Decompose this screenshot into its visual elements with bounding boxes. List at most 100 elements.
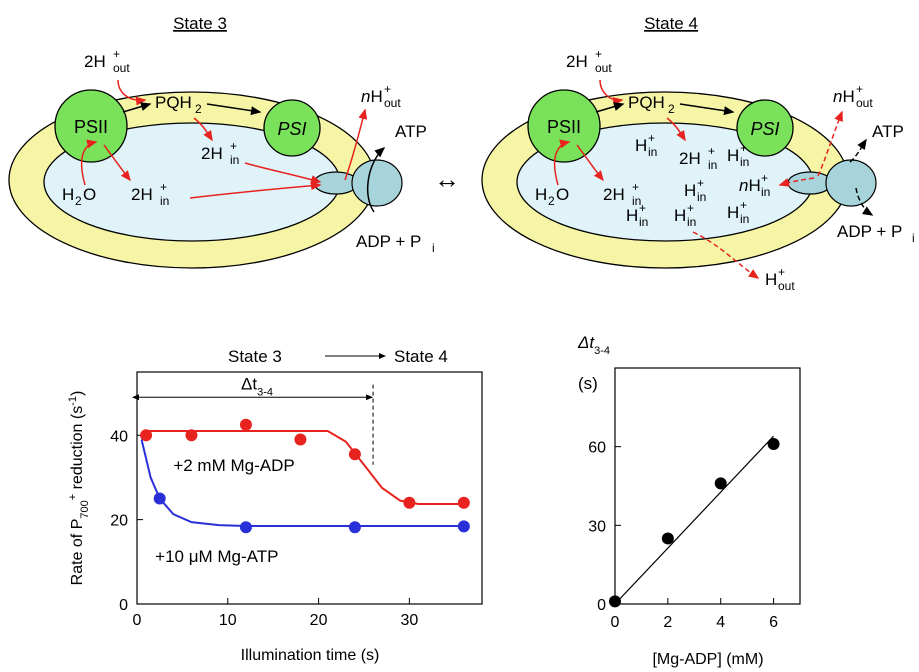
- leak-h-out-label: H: [765, 270, 777, 289]
- sub-in: in: [687, 215, 696, 229]
- y-axis-title-top: Δt3-4: [577, 333, 610, 357]
- sup-plus: +: [687, 201, 694, 215]
- proton-uptake-arrow: [117, 79, 147, 106]
- proton-leak-arrow: [692, 231, 760, 279]
- psii-complex: [527, 89, 601, 163]
- fit-line: [614, 435, 775, 605]
- sup-plus: +: [708, 144, 715, 158]
- state3-title: State 3: [173, 14, 227, 33]
- adp-arrow: [855, 187, 874, 216]
- electron-arrow-pq: [595, 102, 625, 113]
- header-state3: State 3: [228, 347, 282, 366]
- h-in-label: H: [727, 146, 739, 165]
- water-oxidation-arrow: [553, 139, 571, 186]
- x-axis-title: [Mg-ADP] (mM): [652, 651, 763, 668]
- pqh2-label: PQH: [155, 93, 192, 112]
- data-point: [185, 429, 198, 442]
- series-label-mg-adp: +2 mM Mg-ADP: [173, 456, 294, 475]
- state3-scheme: State 3 PSII PSI 2H + out PQH 2 2H + in …: [8, 14, 435, 269]
- x-tick-label: 30: [400, 612, 418, 629]
- psii-label: PSII: [547, 117, 581, 137]
- x-tick-label: 0: [611, 614, 620, 631]
- data-point: [348, 521, 361, 534]
- data-point: [661, 532, 674, 545]
- sub-in: in: [697, 190, 706, 204]
- plot-frame: [136, 371, 483, 605]
- y-tick-label: 40: [110, 428, 128, 445]
- psii-label: PSII: [74, 117, 108, 137]
- proton-efflux-arrow: [344, 108, 368, 181]
- sup-plus: +: [230, 139, 237, 153]
- sup-plus: +: [778, 265, 785, 279]
- sub-in: in: [639, 215, 648, 229]
- h-in-pair-label: 2H: [603, 185, 625, 204]
- pqh2-label: PQH: [628, 93, 665, 112]
- sub-in: in: [708, 158, 717, 172]
- sup-plus: +: [384, 82, 391, 96]
- sup-plus: +: [697, 176, 704, 190]
- water-proton-arrow: [103, 144, 131, 182]
- psi-label: PSI: [750, 119, 779, 139]
- water-sub: 2: [548, 194, 555, 208]
- psi-complex: [736, 99, 794, 157]
- adp-sub: i: [432, 241, 435, 255]
- sup-plus: +: [740, 198, 747, 212]
- delta-t-annotation: Δt3-4: [241, 374, 273, 398]
- water-proton-arrow: [576, 144, 604, 182]
- electron-arrow-psi: [679, 103, 735, 116]
- psi-complex: [263, 99, 321, 157]
- data-point: [348, 448, 361, 461]
- pq-proton-release-arrow: [193, 117, 213, 142]
- data-point: [609, 595, 621, 608]
- h-out-label: 2H: [566, 52, 588, 71]
- data-point: [767, 438, 780, 451]
- sub-in: in: [761, 185, 770, 199]
- electron-arrow-psi: [206, 103, 262, 116]
- series-label-mg-atp: +10 μM Mg-ATP: [155, 547, 278, 566]
- y-tick-label: 0: [119, 597, 128, 614]
- data-point: [714, 477, 727, 490]
- pqh2-sub: 2: [668, 102, 675, 116]
- sub-out: out: [856, 96, 873, 110]
- h-out-label: 2H: [84, 52, 106, 71]
- data-point: [140, 429, 153, 442]
- atp-label: ATP: [872, 122, 904, 141]
- h-in-label: H: [674, 206, 686, 225]
- proton-efflux-arrow: [817, 110, 843, 177]
- adp-label: ADP + P: [356, 232, 421, 251]
- psii-complex: [54, 89, 128, 163]
- data-point: [153, 492, 166, 505]
- sub-in: in: [740, 155, 749, 169]
- sup-plus: +: [632, 180, 639, 194]
- electron-arrow-pq: [122, 102, 152, 113]
- n-h-out-label: nH: [361, 87, 383, 106]
- sub-out: out: [384, 96, 401, 110]
- state4-scheme: State 4 PSII PSI 2H + out PQH 2 H + in 2…: [481, 14, 915, 293]
- x-tick-label: 20: [310, 612, 328, 629]
- proton-uptake-arrow: [599, 79, 624, 106]
- data-point: [457, 496, 470, 509]
- atp-synthase-cf1: [825, 159, 877, 207]
- state-transition-arrow: ↔: [434, 164, 460, 194]
- y-tick-label: 20: [110, 513, 128, 530]
- data-point: [239, 418, 252, 431]
- water-oxidation-arrow: [80, 139, 98, 186]
- y-tick-label: 30: [588, 518, 606, 535]
- water-o: O: [556, 185, 569, 204]
- sub-in: in: [230, 153, 239, 167]
- h-in-label: H: [635, 136, 647, 155]
- header-state4: State 4: [394, 347, 448, 366]
- data-point: [403, 496, 416, 509]
- sub-in: in: [740, 212, 749, 226]
- x-tick-label: 4: [716, 614, 725, 631]
- h-in-label: H: [727, 203, 739, 222]
- atp-label: ATP: [395, 122, 427, 141]
- y-tick-label: 60: [588, 440, 606, 457]
- water-sub: 2: [75, 194, 82, 208]
- reduced-proton-flow-arrow: [778, 177, 815, 187]
- x-tick-label: 2: [663, 614, 672, 631]
- psi-label: PSI: [277, 119, 306, 139]
- data-point: [294, 433, 307, 446]
